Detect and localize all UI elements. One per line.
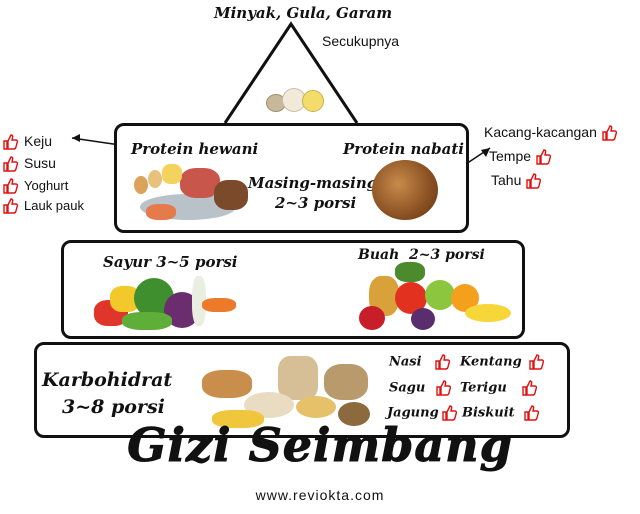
plant-protein-label: Protein nabati <box>343 140 464 158</box>
carb-item-kentang: Kentang <box>460 354 544 370</box>
carb-item-terigu: Terigu <box>460 380 537 396</box>
thumbs-up-icon <box>523 405 539 421</box>
animal-protein-photo <box>128 160 250 226</box>
website-url: www.reviokta.com <box>255 487 385 503</box>
thumbs-up-icon <box>2 133 19 150</box>
carbohydrate-portion: 3~8 porsi <box>62 396 165 418</box>
poster-title: Gizi Seimbang <box>127 418 513 473</box>
carb-item-jagung: Jagung <box>387 405 457 421</box>
fruits-photo <box>355 262 515 334</box>
list-item: Lauk pauk <box>2 195 84 215</box>
thumbs-up-icon <box>525 173 542 189</box>
thumbs-up-icon <box>2 197 19 214</box>
apex-subtitle: Secukupnya <box>322 33 400 49</box>
thumbs-up-icon <box>441 405 457 421</box>
list-item: Keju <box>2 131 84 153</box>
thumbs-up-icon <box>434 354 450 370</box>
fruit-label: Buah 2~3 porsi <box>358 247 485 263</box>
animal-protein-label: Protein hewani <box>131 140 259 158</box>
thumbs-up-icon <box>528 354 544 370</box>
carb-item-sagu: Sagu <box>389 380 452 396</box>
vegetables-photo <box>94 272 244 334</box>
oil-sugar-salt-photo <box>266 86 326 114</box>
list-item: Susu <box>2 153 84 175</box>
thumbs-up-icon <box>435 380 452 396</box>
carbohydrate-label: Karbohidrat <box>42 369 173 391</box>
vegetable-label: Sayur 3~5 porsi <box>103 253 238 271</box>
plant-protein-photo <box>372 160 438 220</box>
protein-portion-line2: 2~3 porsi <box>275 194 357 212</box>
plant-example-kacang: Kacang-kacangan <box>484 124 617 141</box>
thumbs-up-icon <box>535 149 552 165</box>
carb-item-biskuit: Biskuit <box>462 405 539 421</box>
thumbs-up-icon <box>2 177 19 194</box>
apex-title: Minyak, Gula, Garam <box>214 4 393 22</box>
thumbs-up-icon <box>2 155 19 172</box>
list-item: Yoghurt <box>2 175 84 195</box>
animal-examples-list: Keju Susu Yoghurt Lauk pauk <box>2 131 84 215</box>
carb-item-nasi: Nasi <box>389 354 450 370</box>
protein-portion-line1: Masing-masing <box>248 174 378 192</box>
thumbs-up-icon <box>521 380 537 396</box>
carbohydrate-photo <box>194 352 376 434</box>
thumbs-up-icon <box>601 125 617 141</box>
plant-example-tahu: Tahu <box>491 172 542 189</box>
plant-example-tempe: Tempe <box>489 148 552 165</box>
